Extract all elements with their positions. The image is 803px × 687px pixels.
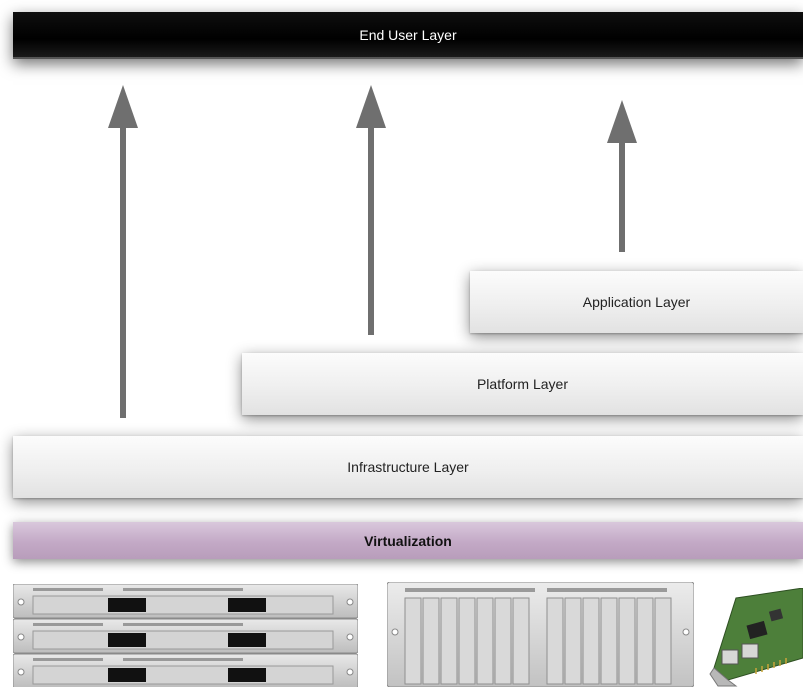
infrastructure-layer: Infrastructure Layer: [13, 436, 803, 498]
infrastructure-layer-label: Infrastructure Layer: [347, 459, 469, 475]
platform-layer-label: Platform Layer: [476, 376, 569, 392]
rack-servers-icon: [13, 584, 358, 687]
arrow-platform-to-end-user: [356, 85, 386, 335]
virtualization-layer: Virtualization: [13, 522, 803, 559]
platform-layer: Platform Layer: [242, 353, 803, 415]
end-user-layer-label: End User Layer: [359, 26, 457, 43]
virtualization-layer-label: Virtualization: [364, 532, 452, 549]
application-layer-label: Application Layer: [582, 294, 691, 310]
arrow-application-to-end-user: [607, 100, 637, 252]
arrow-infrastructure-to-end-user: [108, 85, 138, 418]
application-layer: Application Layer: [470, 271, 803, 333]
end-user-layer: End User Layer: [13, 12, 803, 59]
network-card-icon: [709, 588, 803, 687]
storage-array-icon: [387, 582, 694, 687]
